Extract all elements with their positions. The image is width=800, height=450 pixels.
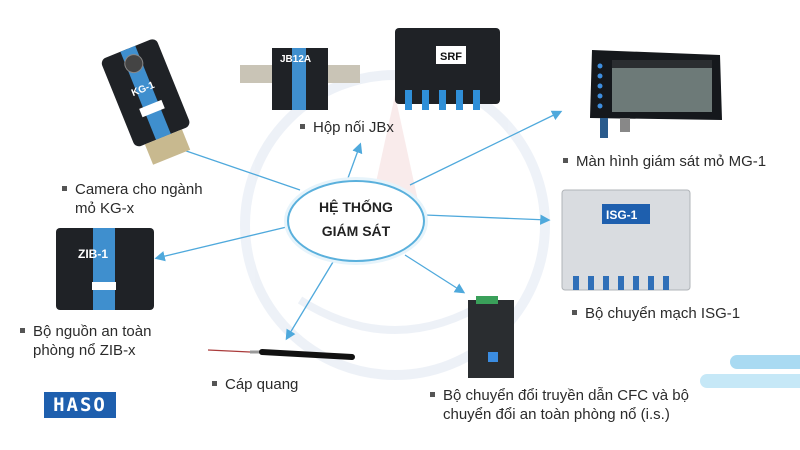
label-camera: Camera cho ngành mỏ KG-x	[62, 180, 203, 218]
camera-device-icon: KG-1	[101, 39, 191, 165]
arrow-mg1	[409, 110, 563, 186]
label-isg: Bộ chuyển mạch ISG-1	[572, 304, 740, 323]
label-jbx-line1: Hộp nối JBx	[313, 119, 394, 136]
arrow-isg	[424, 214, 551, 225]
label-zib-line1: Bộ nguồn an toàn	[33, 323, 152, 340]
isg-device-text: ISG-1	[606, 208, 638, 222]
label-cable-line1: Cáp quang	[225, 376, 299, 393]
fiber-cable-icon	[207, 349, 355, 360]
label-isg-line1: Bộ chuyển mạch ISG-1	[585, 305, 741, 322]
bullet-icon	[572, 309, 577, 315]
label-cfc-line1: Bộ chuyển đổi truyền dẫn CFC và bộ	[443, 387, 689, 404]
decor-stripe-1	[730, 355, 800, 369]
bullet-icon	[212, 380, 217, 386]
srf-device-text: SRF	[440, 51, 462, 63]
label-jbx: Hộp nối JBx	[300, 118, 394, 137]
arrow-cable	[285, 261, 334, 341]
cfc-device-icon	[468, 296, 514, 378]
center-node	[287, 180, 425, 262]
label-camera-line2: mỏ KG-x	[75, 200, 135, 217]
decor-stripe-2	[700, 374, 800, 388]
bullet-icon	[430, 391, 435, 397]
bullet-icon	[20, 327, 25, 333]
haso-logo: HASO	[44, 392, 116, 418]
bullet-icon	[300, 123, 305, 129]
zib-device-icon: ZIB-1	[56, 228, 154, 310]
jbx-device-icon: JB12A	[240, 48, 360, 110]
mg1-device-icon	[590, 50, 722, 138]
label-cable: Cáp quang	[212, 375, 298, 394]
bullet-icon	[62, 185, 67, 191]
arrow-jbx	[347, 142, 363, 179]
center-line-2: GIÁM SÁT	[321, 223, 391, 239]
label-zib: Bộ nguồn an toàn phòng nổ ZIB-x	[20, 322, 151, 360]
label-cfc: Bộ chuyển đổi truyền dẫn CFC và bộ chuyể…	[430, 386, 689, 424]
label-cfc-line2: chuyển đổi an toàn phòng nổ (i.s.)	[443, 406, 670, 423]
jbx-device-text: JB12A	[280, 54, 311, 65]
arrow-zib	[154, 224, 296, 262]
srf-device-icon: SRF	[395, 28, 500, 110]
label-camera-line1: Camera cho ngành	[75, 181, 203, 198]
label-zib-line2: phòng nổ ZIB-x	[33, 342, 136, 359]
bullet-icon	[563, 157, 568, 163]
zib-device-text: ZIB-1	[78, 247, 108, 261]
isg-device-icon: ISG-1	[561, 189, 691, 291]
arrow-cfc	[404, 254, 466, 294]
label-mg1: Màn hình giám sát mỏ MG-1	[563, 152, 766, 171]
label-mg1-line1: Màn hình giám sát mỏ MG-1	[576, 153, 767, 170]
center-node-text: HỆ THỐNG GIÁM SÁT	[287, 195, 425, 243]
center-line-1: HỆ THỐNG	[319, 199, 393, 215]
